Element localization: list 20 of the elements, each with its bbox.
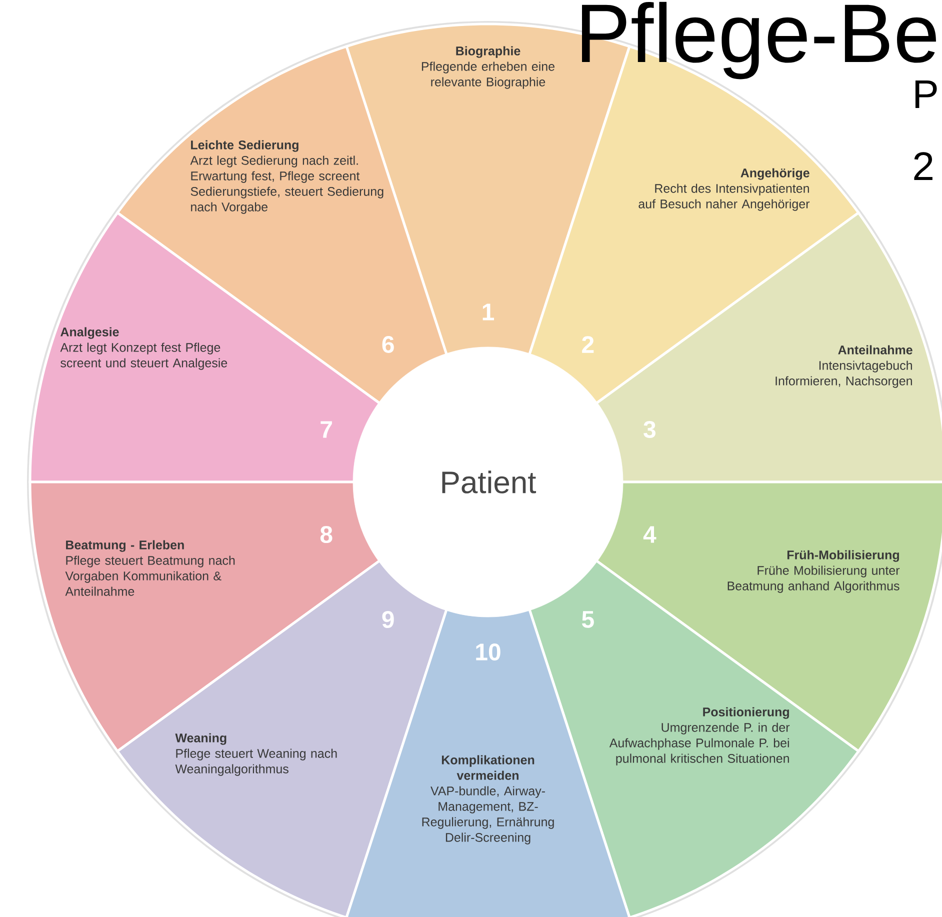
segment-text: Anteilnahme Intensivtagebuch Informieren, Nachsorgen — [776, 345, 912, 388]
segment-number: 8 — [320, 526, 332, 544]
slide-text: 2 — [914, 152, 932, 180]
segment-text: Komplikationen vermeiden VAP-bundle, Airway-Management, BZ-Regulierung, Ernährung Delir-Screening — [422, 755, 554, 844]
segment-text: Weaning Pflege steuert Weaning nach Weaningalgorithmus — [175, 733, 337, 776]
segment-text: Angehörige Recht des Intensivpatienten auf Besuch naher Angehöriger — [638, 168, 810, 211]
segment-number: 3 — [644, 420, 656, 438]
segment-text: Biographie Pflegende erheben eine relevante Biographie — [422, 46, 554, 89]
segment-text: Früh-Mobilisierung Frühe Mobilisierung unter Beatmung anhand Algorithmus — [728, 550, 900, 593]
segment-text: Analgesie Arzt legt Konzept fest Pflege screent und steuert Analgesie — [60, 327, 228, 370]
segment-number: 1 — [482, 304, 494, 320]
segment-number: 10 — [476, 644, 500, 660]
wheel-segment — [594, 211, 942, 484]
segment-text: Positionierung Umgrenzende P. in der Aufwachphase Pulmonale P. bei pulmonal kritischen Situationen — [609, 707, 790, 766]
segment-number: 4 — [643, 526, 656, 543]
segment-text: Leichte Sedierung Arzt legt Sedierung nach zeitl. Erwartung fest, Pflege screent Sedierungstiefe, steuert Sedierung nach Vorgabe — [190, 140, 384, 214]
slide-text: Pflege-Be — [582, 2, 936, 80]
segment-text: Beatmung - Erleben Pflege steuert Beatmung nach Vorgaben Kommunikation & Anteilnahme — [65, 540, 235, 596]
segment-number: 7 — [320, 421, 332, 438]
slide-text: P — [915, 80, 937, 108]
